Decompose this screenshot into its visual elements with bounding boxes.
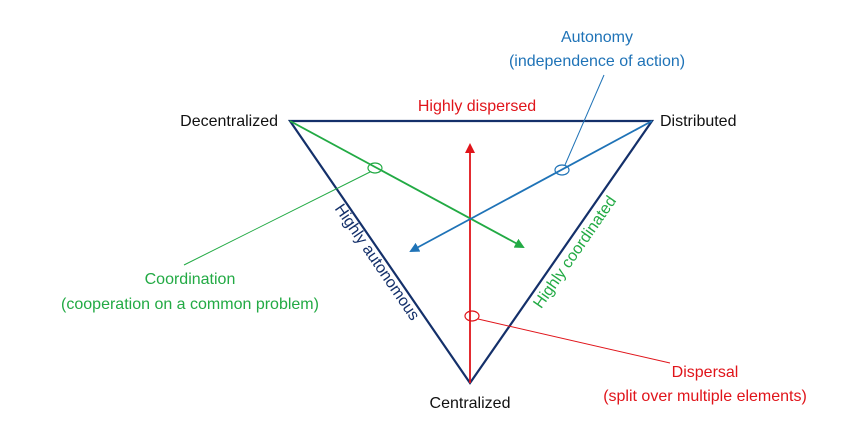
autonomy-axis-arrow bbox=[409, 120, 653, 252]
distributed-label: Distributed bbox=[660, 113, 736, 130]
coordination-subtitle: (cooperation on a common problem) bbox=[61, 296, 319, 313]
highly-autonomous-label: Highly autonomous bbox=[331, 201, 422, 324]
dispersal-leader-line bbox=[477, 318, 671, 364]
coordination-axis-arrow bbox=[289, 120, 525, 248]
centralized-label: Centralized bbox=[430, 395, 511, 412]
coordination-title: Coordination bbox=[145, 271, 236, 288]
coordination-marker bbox=[367, 162, 383, 174]
dispersal-subtitle: (split over multiple elements) bbox=[603, 388, 807, 405]
autonomy-marker bbox=[554, 164, 570, 176]
autonomy-subtitle: (independence of action) bbox=[509, 53, 685, 70]
highly-coordinated-label: Highly coordinated bbox=[531, 193, 621, 312]
triangle-outline bbox=[287, 119, 655, 385]
autonomy-leader-line bbox=[564, 74, 605, 166]
coordination-leader-line bbox=[183, 171, 371, 266]
autonomy-title: Autonomy bbox=[561, 29, 633, 46]
highly-dispersed-label: Highly dispersed bbox=[418, 98, 536, 115]
decentralized-label: Decentralized bbox=[180, 113, 278, 130]
dispersal-marker bbox=[464, 310, 480, 322]
dispersal-title: Dispersal bbox=[672, 364, 739, 381]
